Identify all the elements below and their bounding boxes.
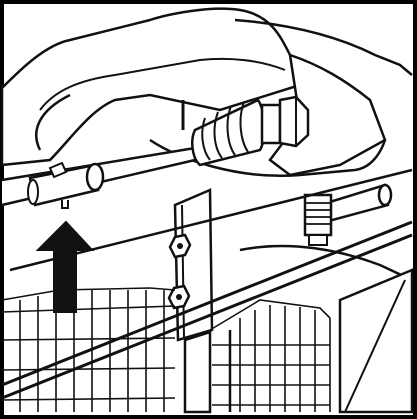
housing-curl [35, 93, 71, 151]
center-post [183, 330, 212, 414]
wire-rack-left [1, 287, 176, 412]
right-panel-diag [344, 279, 406, 413]
housing-top [0, 7, 302, 167]
diagonal-bar-long [1, 220, 413, 387]
diagonal-bar-long-2 [1, 233, 413, 400]
housing-right-arch [234, 18, 413, 76]
housing-top-ridge [39, 57, 286, 111]
rod-coupling [27, 161, 105, 209]
bracket-bolt-upper [168, 233, 192, 259]
right-bar-end [377, 183, 393, 207]
threaded-stud [303, 193, 333, 246]
up-arrow-icon [35, 220, 95, 313]
hex-bolt-top [260, 95, 310, 148]
bracket-bolt-lower [167, 284, 191, 310]
right-lower-frame [239, 244, 413, 282]
wire-rack-right [209, 299, 331, 412]
